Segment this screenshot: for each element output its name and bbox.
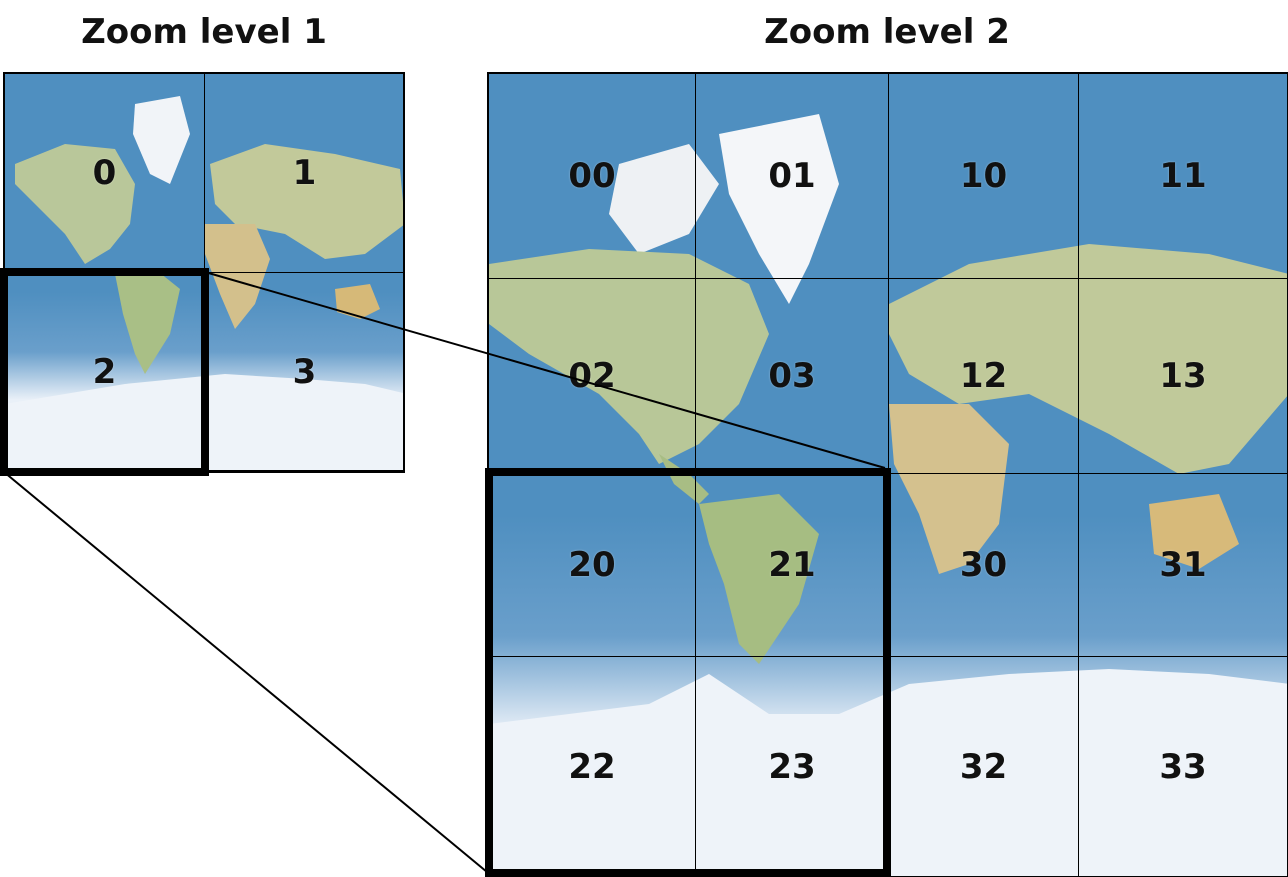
connector-line-bottom: [3, 471, 488, 873]
tile-22: 22: [489, 657, 696, 877]
tile-30: 30: [889, 474, 1079, 657]
tile-10: 10: [889, 74, 1079, 279]
tile-label: 2: [92, 351, 117, 392]
tile-20: 20: [489, 474, 696, 657]
tile-label: 1: [292, 153, 317, 193]
tile-00: 00: [489, 74, 696, 279]
tile-label: 02: [568, 356, 616, 396]
tile-label: 10: [959, 156, 1008, 196]
tile-label: 01: [768, 156, 816, 196]
tile-label: 32: [959, 746, 1008, 787]
connector-line-top: [204, 271, 886, 469]
zoom-level-1-map: 0 1 2 3: [3, 72, 405, 473]
tile-label: 30: [959, 545, 1008, 585]
tile-label: 22: [568, 746, 616, 787]
tile-label: 20: [568, 545, 616, 585]
tile-label: 21: [768, 545, 816, 585]
tile-label: 0: [92, 153, 117, 193]
tile-label: 11: [1159, 156, 1207, 196]
tile-label: 00: [568, 156, 616, 196]
tile-label: 03: [768, 356, 816, 396]
tile-01: 01: [696, 74, 889, 279]
tile-12: 12: [889, 279, 1079, 474]
tile-label: 3: [292, 351, 317, 392]
tile-3: 3: [205, 273, 403, 471]
world-map-image: [5, 96, 403, 471]
tile-label: 23: [768, 746, 816, 787]
tile-label: 13: [1159, 356, 1207, 396]
tile-label: 33: [1159, 746, 1207, 787]
tile-1: 1: [205, 74, 403, 273]
tile-label: 31: [1159, 545, 1207, 585]
zoom-level-2-title: Zoom level 2: [764, 12, 1010, 52]
zoom-level-1-title: Zoom level 1: [81, 12, 327, 52]
tile-label: 12: [959, 356, 1008, 396]
